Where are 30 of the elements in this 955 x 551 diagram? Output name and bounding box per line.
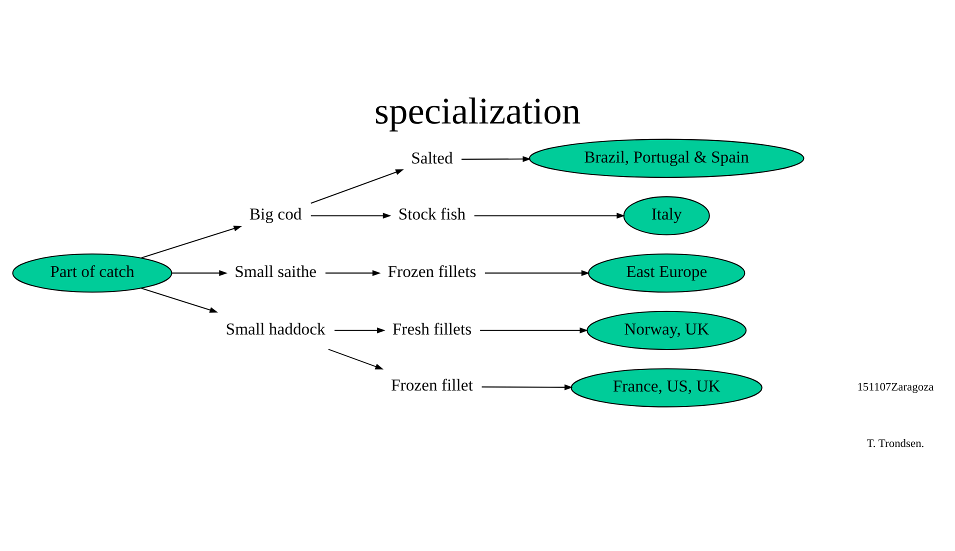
arrow: [482, 384, 573, 390]
node-text: Fresh fillets: [392, 318, 472, 338]
label: T. Trondsen.: [866, 437, 924, 450]
arrow: [310, 212, 392, 218]
label: 151107Zaragoza: [857, 381, 934, 394]
arrow: [325, 270, 381, 276]
node-ellipse: France, US, UK: [570, 368, 762, 407]
arrow: [484, 270, 590, 276]
node-text: Small haddock: [226, 318, 326, 338]
diagram-title: specialization: [374, 90, 581, 132]
arrow: [480, 326, 588, 333]
node-ellipse: East Europe: [588, 253, 746, 292]
arrow: [334, 326, 386, 333]
node-text: Salted: [411, 148, 453, 167]
arrow: [172, 270, 228, 276]
node-ellipse: Norway, UK: [586, 310, 747, 350]
arrow: [141, 225, 242, 258]
node-ellipse: Part of catch: [12, 253, 172, 292]
node-text: Big cod: [249, 204, 302, 224]
arrow: [462, 156, 532, 162]
arrow: [474, 212, 626, 218]
arrow: [141, 287, 218, 312]
arrow: [328, 348, 384, 369]
node-text: Frozen fillet: [391, 375, 473, 394]
node-text: Frozen fillets: [388, 262, 476, 281]
node-text: Small saithe: [234, 262, 317, 281]
arrow: [310, 168, 404, 204]
node-ellipse: Italy: [623, 196, 710, 235]
node-text: Stock fish: [398, 204, 466, 224]
node-ellipse: Brazil, Portugal & Spain: [528, 138, 804, 178]
